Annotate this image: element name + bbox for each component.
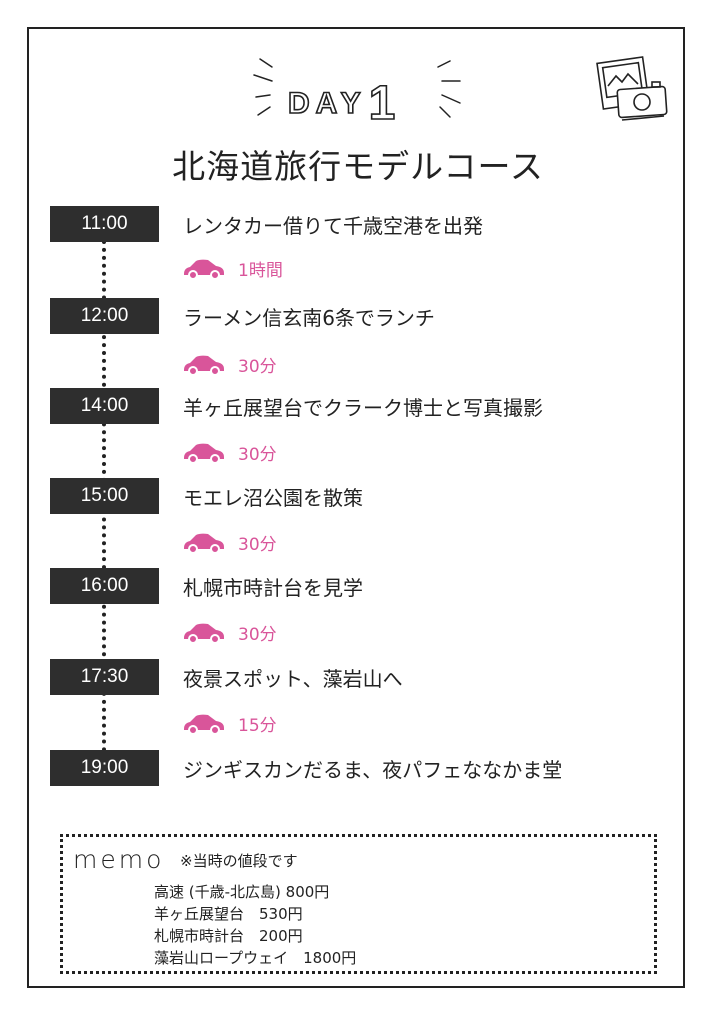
memo-note: ※当時の値段です [180,852,298,870]
time-badge: 11:00 [50,206,159,242]
car-icon [184,533,224,554]
travel-duration: 30分 [238,625,277,645]
time-badge: 17:30 [50,659,159,695]
place-text: 夜景スポット、藻岩山へ [183,666,403,691]
memo-box: memo ※当時の値段です 高速 (千歳-北広島) 800円 羊ヶ丘展望台 53… [60,834,657,974]
sparkle-rays-icon [253,58,461,118]
place-text: モエレ沼公園を散策 [183,485,363,510]
time-badge: 12:00 [50,298,159,334]
day-heading: DAY1 [287,70,401,131]
day-number: 1 [368,76,402,131]
place-text: レンタカー借りて千歳空港を出発 [183,213,483,238]
time-badge: 19:00 [50,750,159,786]
schedule-item: 19:00 ジンギスカンだるま、夜パフェななかま堂 [50,750,562,786]
schedule-item: 16:00 札幌市時計台を見学 [50,568,363,604]
car-icon [184,259,224,280]
car-icon [184,443,224,464]
schedule-item: 14:00 羊ヶ丘展望台でクラーク博士と写真撮影 [50,388,543,424]
car-icon [184,623,224,644]
place-text: ジンギスカンだるま、夜パフェななかま堂 [183,757,563,782]
travel-time: 30分 [182,620,277,645]
schedule-item: 11:00 レンタカー借りて千歳空港を出発 [50,206,483,242]
car-icon [184,355,224,376]
travel-time: 1時間 [182,256,283,281]
place-text: 羊ヶ丘展望台でクラーク博士と写真撮影 [183,395,543,420]
memo-items: 高速 (千歳-北広島) 800円 羊ヶ丘展望台 530円 札幌市時計台 200円… [154,881,356,969]
time-badge: 16:00 [50,568,159,604]
place-text: ラーメン信玄南6条でランチ [183,305,435,330]
memo-item: 藻岩山ロープウェイ 1800円 [154,949,357,967]
travel-duration: 1時間 [238,261,283,281]
memo-item: 羊ヶ丘展望台 530円 [154,905,303,923]
day-label: DAY [287,86,367,121]
page-title: 北海道旅行モデルコース [172,147,544,186]
travel-duration: 30分 [238,535,277,555]
place-text: 札幌市時計台を見学 [183,575,363,600]
photo-camera-icon [596,56,668,121]
travel-time: 15分 [182,711,277,736]
schedule-item: 17:30 夜景スポット、藻岩山へ [50,659,403,695]
schedule-item: 15:00 モエレ沼公園を散策 [50,478,363,514]
travel-duration: 15分 [238,716,277,736]
page-frame [27,27,685,988]
travel-time: 30分 [182,352,277,377]
travel-time: 30分 [182,440,277,465]
travel-duration: 30分 [238,357,277,377]
memo-item: 札幌市時計台 200円 [154,927,303,945]
car-icon [184,714,224,735]
travel-duration: 30分 [238,445,277,465]
memo-item: 高速 (千歳-北広島) 800円 [154,883,330,901]
memo-title: memo [73,845,165,874]
time-badge: 15:00 [50,478,159,514]
time-badge: 14:00 [50,388,159,424]
schedule-item: 12:00 ラーメン信玄南6条でランチ [50,298,435,334]
travel-time: 30分 [182,530,277,555]
